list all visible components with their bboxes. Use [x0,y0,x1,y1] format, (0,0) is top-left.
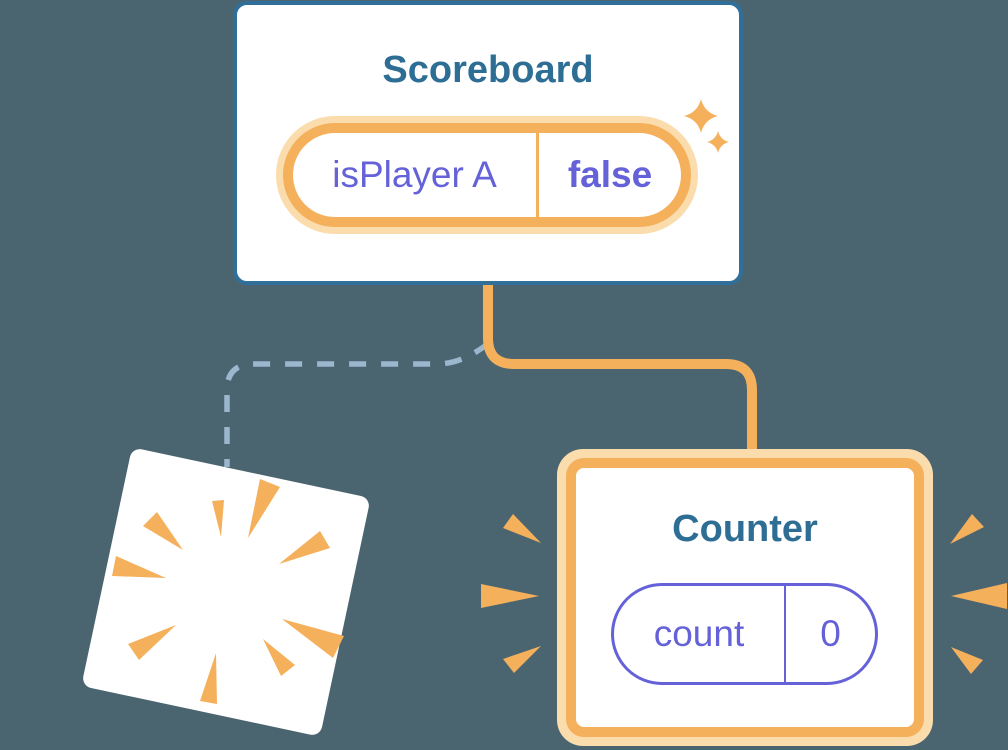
scoreboard-title: Scoreboard [382,49,594,91]
scoreboard-card: Scoreboard isPlayer A false [233,1,743,285]
dashed-connector-line [224,340,491,467]
counter-card: Counter count 0 [557,449,933,746]
counter-title: Counter [672,508,818,550]
state-value-label: false [567,154,653,195]
burst-right-icon [950,514,1007,674]
pill-divider [784,586,786,682]
burst-left-icon [481,514,541,673]
scoreboard-state-pill: isPlayer A false [276,116,698,234]
poof-card [83,449,369,735]
poof-burst-icon [112,479,344,704]
state-value-label: 0 [820,613,841,654]
solid-connector-line [483,284,757,458]
state-key-label: isPlayer A [332,154,497,195]
counter-state-pill: count 0 [611,583,878,685]
pill-divider [536,133,539,217]
poof-card-body [83,449,369,735]
state-pill-body: isPlayer A false [283,123,691,227]
counter-card-body: Counter count 0 [566,458,924,737]
state-key-label: count [653,613,745,654]
